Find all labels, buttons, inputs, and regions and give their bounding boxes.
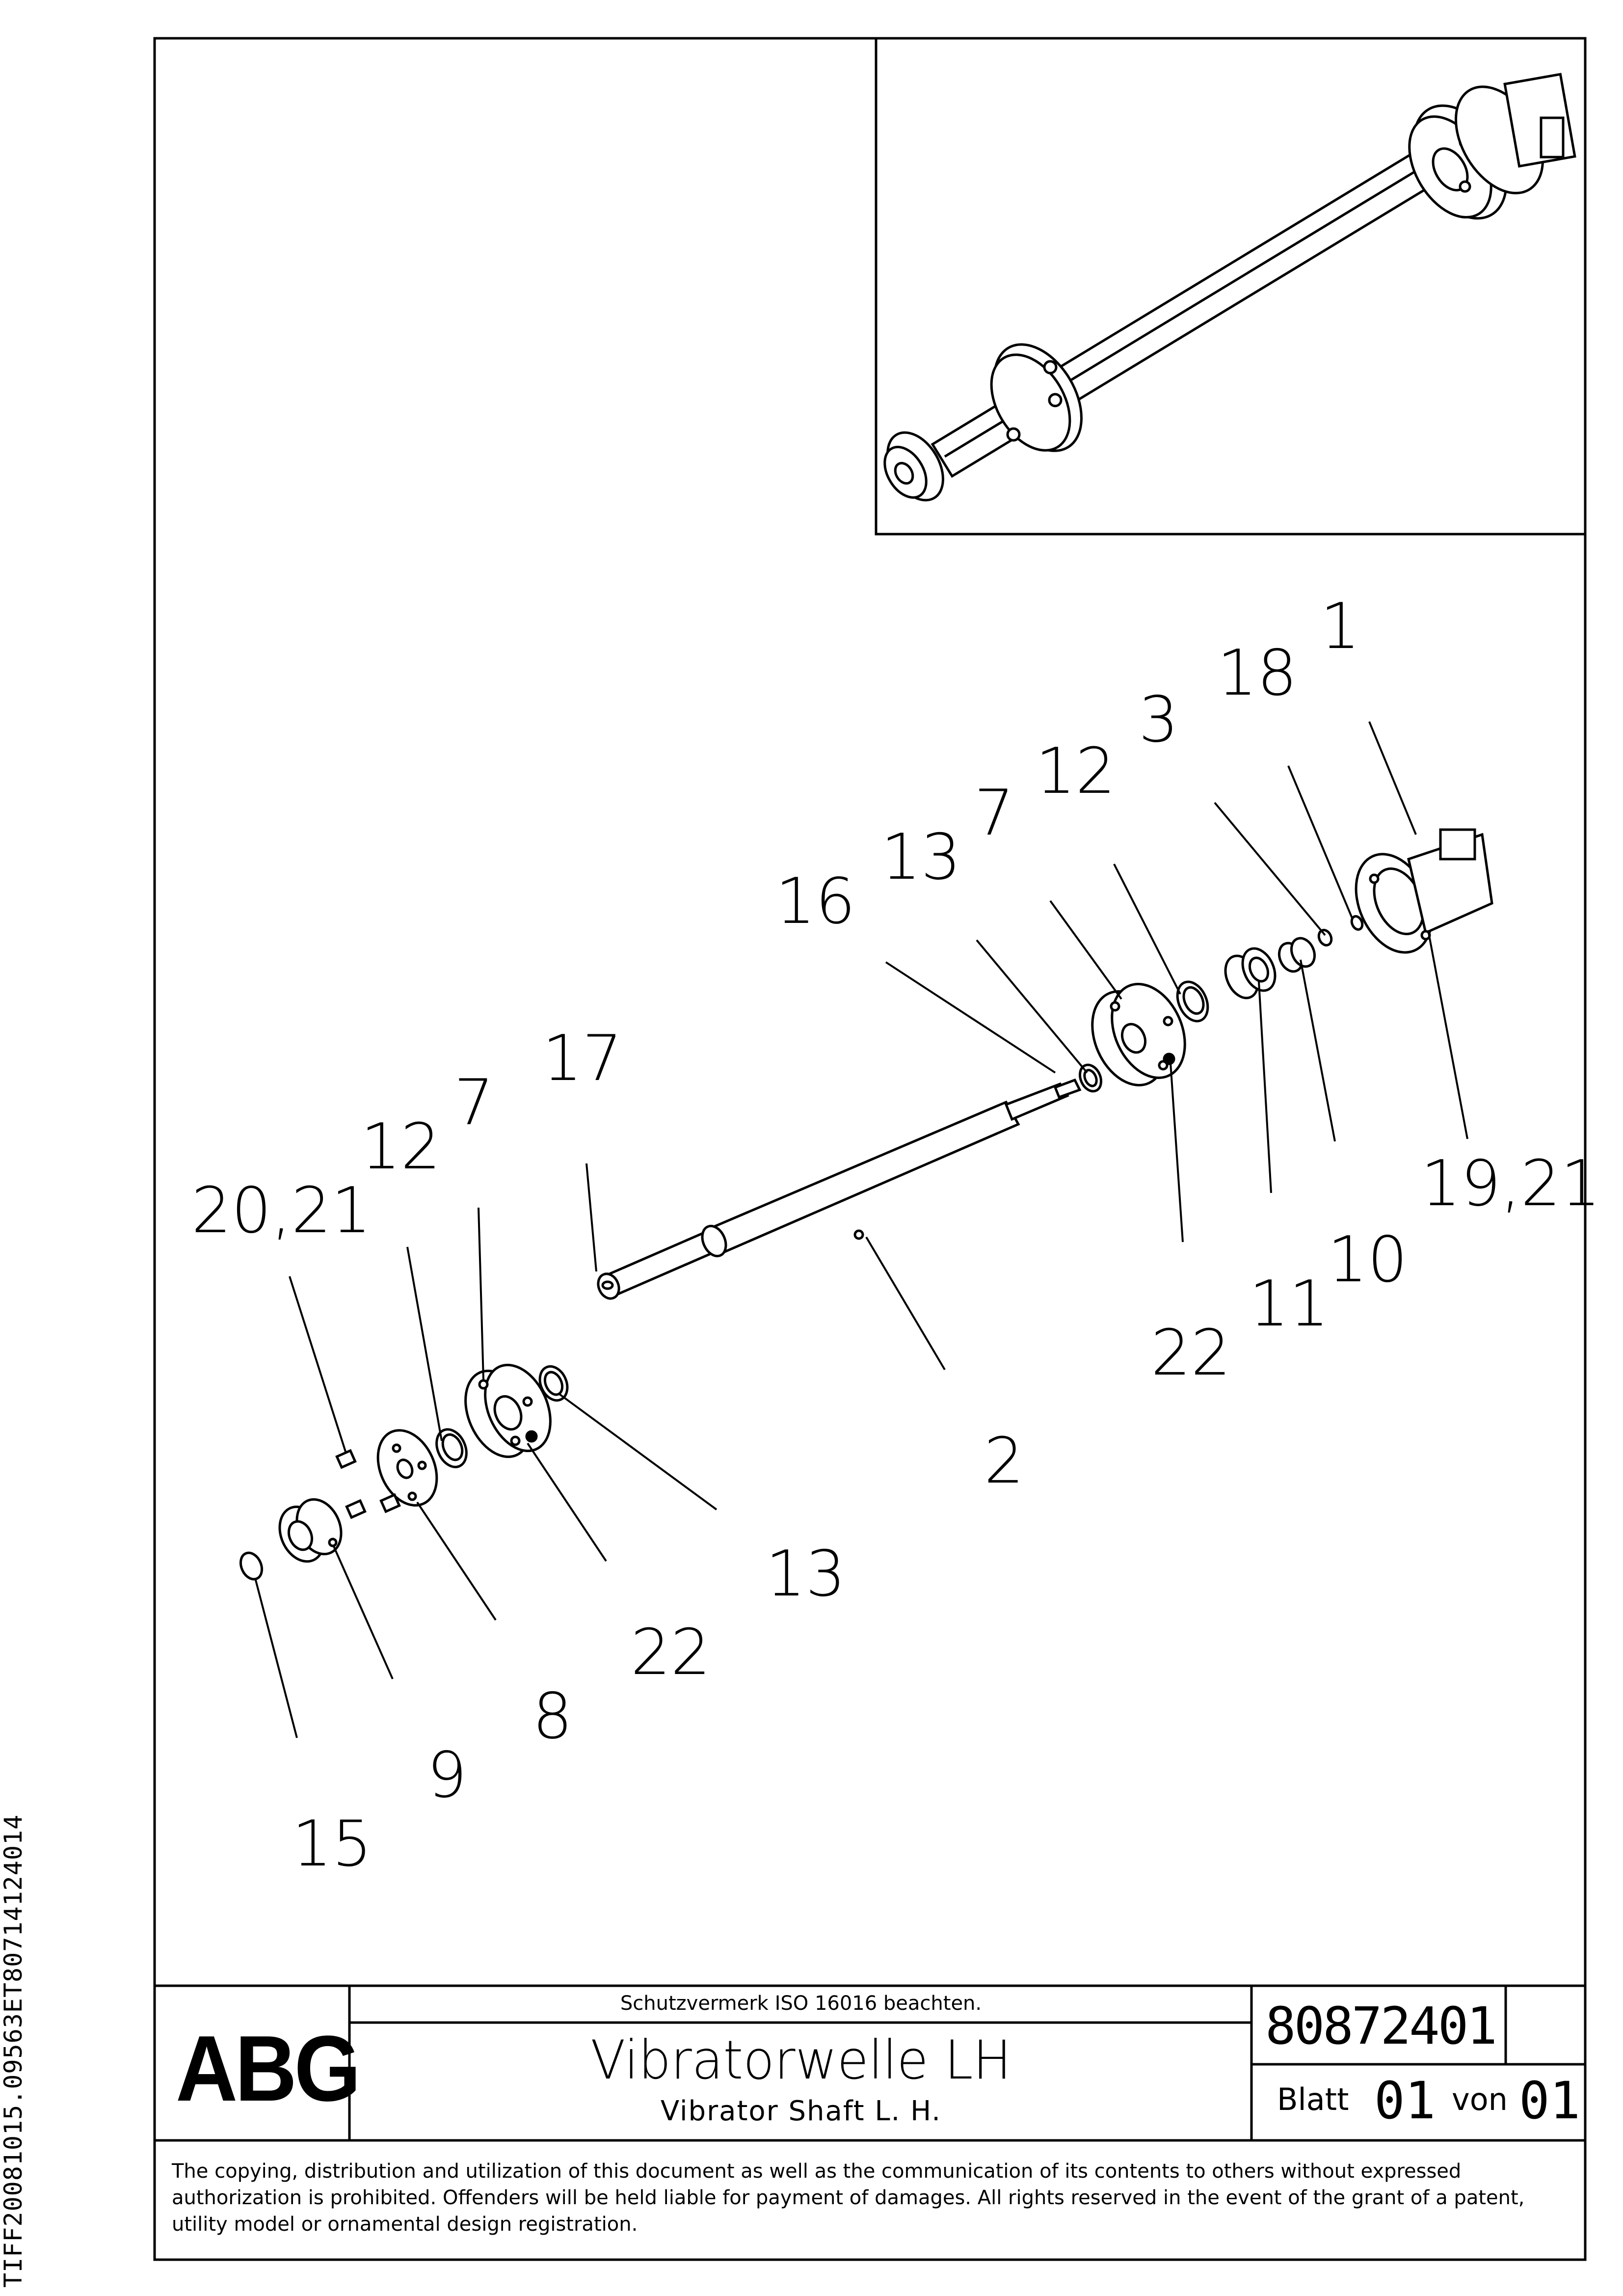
company-logo: ABG xyxy=(176,2017,361,2121)
callout-1: 1 xyxy=(1320,590,1360,663)
assembled-shaft-view xyxy=(883,73,1576,502)
callout-15: 15 xyxy=(292,1808,372,1881)
callout-8: 8 xyxy=(532,1680,572,1753)
callout-19-21: 19,21 xyxy=(1421,1147,1600,1220)
callout-22-right: 22 xyxy=(1151,1317,1231,1390)
callout-labels: 1 18 3 12 7 13 16 17 7 12 20,21 19,21 10… xyxy=(191,590,1600,1881)
callout-13-low: 13 xyxy=(766,1538,846,1611)
of-label: von xyxy=(1452,2081,1508,2117)
protection-note: Schutzvermerk ISO 16016 beachten. xyxy=(620,1992,982,2015)
legal-notice: The copying, distribution and utilizatio… xyxy=(172,2160,1525,2236)
callout-2: 2 xyxy=(984,1425,1024,1498)
callout-7-left: 7 xyxy=(454,1066,494,1139)
exploded-shaft-parts xyxy=(239,828,1493,1581)
callout-17: 17 xyxy=(542,1022,622,1095)
document-number: 80872401 xyxy=(1265,1996,1497,2056)
callout-3: 3 xyxy=(1139,683,1178,756)
drawing-title-german: Vibratorwelle LH xyxy=(590,2028,1011,2092)
drawing-frame xyxy=(153,37,1587,2261)
callout-11: 11 xyxy=(1249,1268,1329,1341)
callout-7-top: 7 xyxy=(974,777,1014,850)
callout-13-top: 13 xyxy=(881,821,961,894)
drawing-title-english: Vibrator Shaft L. H. xyxy=(660,2095,942,2127)
callout-22-low: 22 xyxy=(631,1616,711,1689)
assembled-view-inset xyxy=(875,37,1587,536)
sheet-number: 01 xyxy=(1374,2071,1436,2131)
callout-10: 10 xyxy=(1328,1223,1408,1297)
callout-18: 18 xyxy=(1217,637,1297,710)
callout-9: 9 xyxy=(427,1739,467,1812)
callout-20-21: 20,21 xyxy=(191,1174,371,1247)
callout-12-top: 12 xyxy=(1036,735,1116,808)
sheet-label: Blatt xyxy=(1277,2081,1349,2117)
callout-12-left: 12 xyxy=(361,1110,441,1184)
leader-lines xyxy=(254,721,1468,1738)
callout-16: 16 xyxy=(775,865,855,938)
sheet-total: 01 xyxy=(1519,2071,1581,2131)
